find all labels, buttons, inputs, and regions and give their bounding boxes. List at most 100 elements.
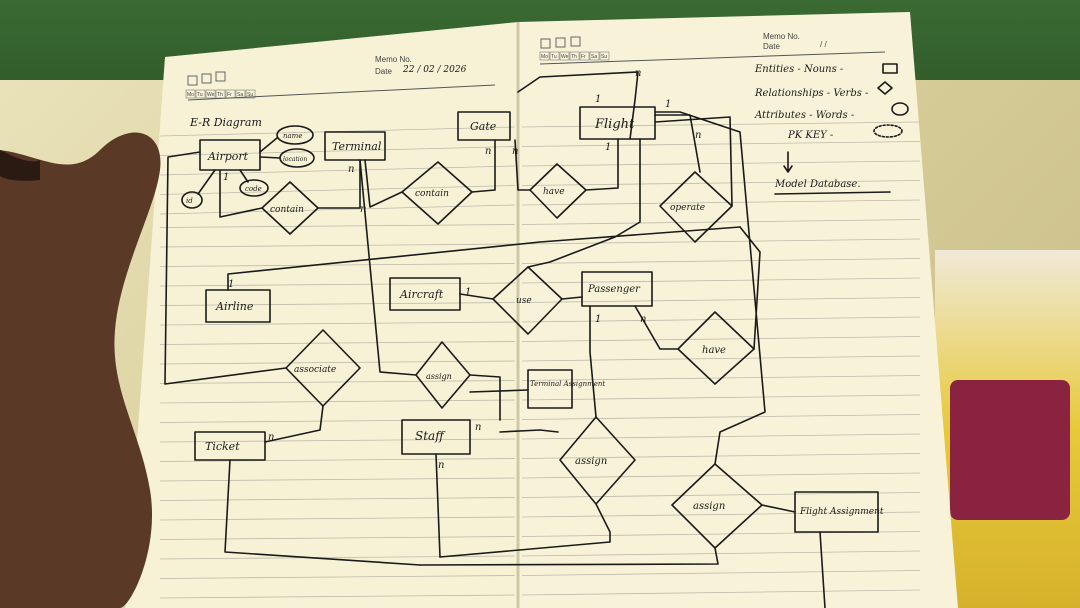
- card-16: n: [475, 422, 481, 433]
- attr-links: [197, 137, 281, 195]
- rule-line-right: [521, 160, 921, 167]
- card-1: 1: [223, 172, 229, 183]
- rel-have-passenger-label: have: [702, 345, 726, 356]
- weekday-label: Tu: [551, 54, 557, 60]
- rule-line-right: [521, 297, 921, 303]
- bag-pocket: [950, 380, 1070, 520]
- weekday-box: [185, 89, 196, 99]
- entity-gate-label: Gate: [470, 120, 497, 133]
- left-memo-label: Memo No.: [375, 55, 412, 64]
- rule-line-right: [521, 570, 921, 576]
- rule-line-left: [159, 185, 516, 195]
- rel-use-diamond: [492, 266, 563, 335]
- entity-airline-label: Airline: [215, 300, 254, 313]
- rule-line-right: [521, 121, 921, 128]
- weekday-label: We: [207, 92, 215, 98]
- rel-contain-gate-label: contain: [415, 189, 449, 199]
- weekday-box: [599, 51, 610, 61]
- entity-flight-assignment-label: Flight Assignment: [799, 507, 884, 517]
- header-icon-cloud: [201, 73, 212, 84]
- cardinality-marks: 1 n n n n 1 1 1 n n 1 1 1 n n n n: [223, 68, 701, 471]
- rule-line-left: [159, 438, 516, 443]
- rule-line-right: [521, 550, 921, 557]
- rule-line-right: [521, 453, 921, 459]
- rule-line-left: [159, 380, 516, 384]
- header-icon-sun: [187, 75, 198, 86]
- rule-line-right: [521, 258, 921, 264]
- card-14: n: [640, 314, 646, 325]
- card-8: 1: [605, 142, 611, 153]
- attr-code-ellipse: [239, 179, 269, 197]
- rule-line-right: [521, 277, 921, 284]
- rule-line-left: [159, 263, 516, 267]
- rule-line-left: [159, 477, 516, 482]
- rule-line-left: [159, 165, 516, 176]
- header-icon-rain: [215, 71, 226, 82]
- card-2: n: [348, 164, 354, 175]
- rel-contain-airport-label: contain: [270, 205, 304, 215]
- left-date-value: 22 / 02 / 2026: [402, 65, 467, 75]
- legend-note-underline: [774, 191, 891, 195]
- entity-flight-label: Flight: [594, 117, 635, 132]
- attr-id-label: id: [186, 197, 193, 205]
- entity-aircraft-label: Aircraft: [399, 288, 444, 301]
- bracelet: [0, 150, 40, 181]
- rel-assign-passenger-label: assign: [575, 456, 607, 467]
- entity-gate-box: [457, 111, 511, 141]
- hand: [0, 132, 161, 608]
- rule-line-left: [159, 399, 516, 404]
- rule-line-left: [159, 594, 516, 599]
- weekday-box: [579, 51, 590, 61]
- rel-operate-label: operate: [670, 203, 705, 213]
- rule-line-right: [521, 180, 921, 186]
- rel-have-gate-label: have: [543, 187, 565, 197]
- rule-line-right: [521, 141, 921, 147]
- rule-line-right: [521, 316, 921, 323]
- attr-location-label: location: [283, 156, 307, 163]
- weekday-box: [245, 89, 256, 99]
- legend-diamond-icon: [877, 81, 893, 95]
- legend-note: Model Database.: [774, 179, 861, 190]
- weekday-box: [559, 51, 570, 61]
- rule-line-right: [521, 336, 921, 342]
- weekday-box: [235, 89, 246, 99]
- right-header-rule: [539, 51, 886, 65]
- ruled-lines: [159, 121, 921, 599]
- rule-line-right: [521, 472, 921, 479]
- rel-assign-flight-label: assign: [693, 501, 725, 512]
- legend-pk-ellipse-icon: [873, 124, 903, 138]
- rule-line-right: [521, 394, 921, 401]
- attr-name-ellipse: [276, 125, 314, 145]
- rel-operate-diamond: [659, 171, 733, 243]
- left-date-label: Date: [375, 67, 392, 76]
- legend-relationships: Relationships - Verbs -: [754, 88, 869, 99]
- card-10: n: [695, 130, 701, 141]
- legend-arrow-icon: [783, 151, 793, 173]
- weekday-label: Su: [247, 92, 253, 98]
- entity-passenger-label: Passenger: [587, 284, 641, 295]
- rel-have-gate-diamond: [529, 163, 587, 219]
- rule-line-left: [159, 536, 516, 540]
- diagram-title: E-R Diagram: [189, 116, 262, 129]
- legend: Entities - Nouns - Relationships - Verbs…: [754, 63, 909, 195]
- entity-terminal-label: Terminal: [332, 140, 382, 153]
- right-memo-label: Memo No.: [763, 32, 800, 41]
- rule-line-right: [521, 414, 921, 420]
- entity-ticket-label: Ticket: [205, 440, 240, 453]
- rule-line-right: [521, 589, 921, 596]
- weekday-label: Sa: [237, 92, 243, 98]
- card-11: 1: [228, 279, 234, 290]
- header-icon-cloud-right: [555, 37, 566, 48]
- rel-assign-staff-diamond: [415, 341, 471, 409]
- rel-use-label: use: [516, 296, 532, 306]
- rule-line-left: [159, 243, 516, 248]
- weekday-box: [539, 51, 550, 61]
- weekday-label: Tu: [197, 92, 203, 98]
- entity-airline-box: [205, 289, 271, 323]
- rule-line-left: [159, 575, 516, 579]
- right-date-label: Date: [763, 42, 780, 51]
- rule-line-right: [521, 199, 921, 206]
